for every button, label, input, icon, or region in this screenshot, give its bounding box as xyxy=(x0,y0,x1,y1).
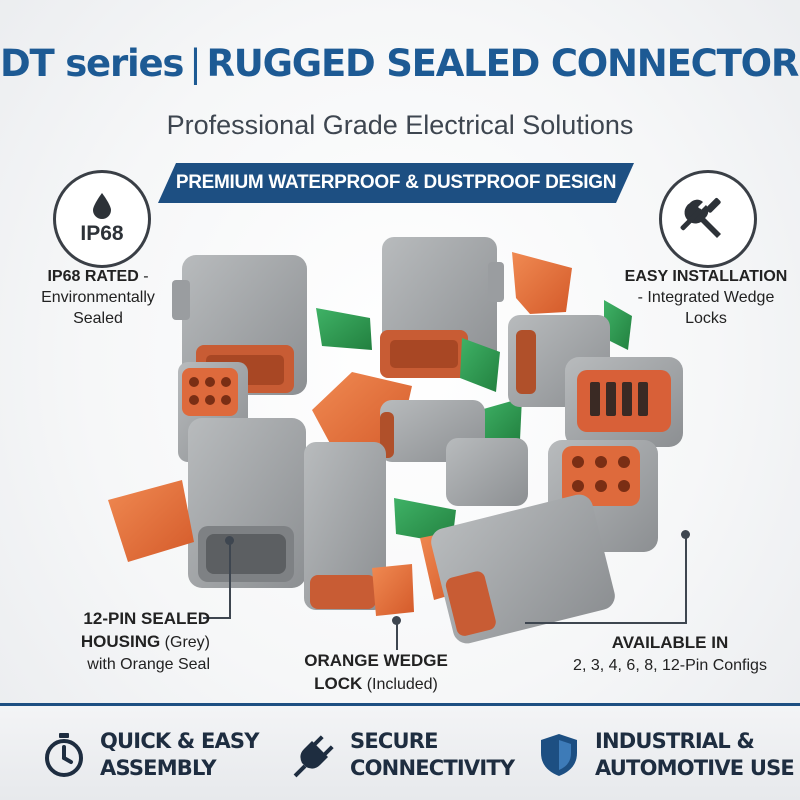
callout-housing-line3: with Orange Seal xyxy=(87,656,210,673)
benefit-industrial-line2: AUTOMOTIVE USE xyxy=(595,756,795,780)
connector-right-middle xyxy=(565,357,683,447)
bottom-benefits-bar: QUICK & EASY ASSEMBLY SECURE CONNECTIVIT… xyxy=(0,703,800,800)
installation-feature-line2: - Integrated Wedge xyxy=(637,289,775,306)
callout-housing-title2: HOUSING xyxy=(80,632,161,651)
callout-available-configs: AVAILABLE IN 2, 3, 4, 6, 8, 12-Pin Confi… xyxy=(540,632,800,677)
shield-icon xyxy=(541,734,577,776)
ip68-feature-dash: - xyxy=(138,268,149,285)
ip68-feature-line3: Sealed xyxy=(73,310,123,327)
benefit-secure-line2: CONNECTIVITY xyxy=(350,756,515,780)
callout-wedge-title1: ORANGE WEDGE xyxy=(304,651,448,670)
water-drop-icon xyxy=(93,193,111,219)
stopwatch-icon xyxy=(45,733,83,777)
green-wedge-2 xyxy=(460,338,500,392)
callout-housing-extra: (Grey) xyxy=(160,634,210,651)
leader-dot-wedge xyxy=(392,616,401,625)
leader-line-avail-h xyxy=(525,622,685,624)
installation-feature-line3: Locks xyxy=(685,310,727,327)
wrench-screwdriver-icon xyxy=(680,198,721,238)
benefit-industrial-line1: INDUSTRIAL & xyxy=(595,729,755,753)
green-wedge-3 xyxy=(604,300,632,350)
benefit-secure-connectivity: SECURE CONNECTIVITY xyxy=(290,728,515,782)
connector-tall-center xyxy=(304,442,386,610)
callout-orange-wedge: ORANGE WEDGE LOCK (Included) xyxy=(296,650,456,696)
leader-line-wedge xyxy=(396,620,398,650)
ip68-feature-line2: Environmentally xyxy=(41,289,155,306)
green-wedge-4 xyxy=(480,398,522,444)
orange-wedge-top xyxy=(512,252,572,314)
callout-12pin-housing: 12-PIN SEALED HOUSING (Grey) with Orange… xyxy=(40,608,210,676)
callout-avail-line2: 2, 3, 4, 6, 8, 12-Pin Configs xyxy=(573,657,767,674)
installation-badge xyxy=(659,170,757,268)
callout-wedge-title2: LOCK xyxy=(314,674,363,693)
ip68-feature-text: IP68 RATED - Environmentally Sealed xyxy=(18,266,178,329)
installation-feature-title: EASY INSTALLATION xyxy=(624,268,788,285)
ip68-feature-title: IP68 RATED xyxy=(47,268,139,285)
page-subtitle: Professional Grade Electrical Solutions xyxy=(166,110,634,140)
installation-feature-text: EASY INSTALLATION - Integrated Wedge Loc… xyxy=(612,266,800,329)
title-series: DT series xyxy=(0,42,184,85)
leader-dot-housing xyxy=(225,536,234,545)
orange-wedge-left xyxy=(108,480,194,562)
leader-line-housing-h xyxy=(203,617,229,619)
orange-wedge-small xyxy=(372,564,414,616)
connector-product-photo xyxy=(108,237,683,644)
green-wedge-1 xyxy=(316,308,372,350)
benefit-industrial-use: INDUSTRIAL & AUTOMOTIVE USE xyxy=(535,728,795,782)
benefit-secure-line1: SECURE xyxy=(350,729,438,753)
leader-line-avail-v xyxy=(685,534,687,624)
plug-icon xyxy=(293,735,334,778)
design-banner: PREMIUM WATERPROOF & DUSTPROOF DESIGN xyxy=(158,163,634,203)
ip68-badge: IP68 xyxy=(53,170,151,268)
benefit-quick-line2: ASSEMBLY xyxy=(100,756,217,780)
connector-12pin-housing xyxy=(188,418,306,588)
callout-avail-title: AVAILABLE IN xyxy=(611,633,729,652)
connector-center-right xyxy=(446,438,528,506)
title-separator: | xyxy=(189,42,202,85)
ip68-badge-label: IP68 xyxy=(80,222,124,245)
benefit-quick-line1: QUICK & EASY xyxy=(100,729,259,753)
callout-wedge-extra: (Included) xyxy=(362,676,438,693)
leader-dot-avail xyxy=(681,530,690,539)
connector-bottom-right xyxy=(431,494,615,644)
title-product: RUGGED SEALED CONNECTORS xyxy=(206,42,800,85)
page-title: DT series|RUGGED SEALED CONNECTORS xyxy=(0,42,800,85)
leader-line-housing-v xyxy=(229,540,231,619)
callout-housing-title1: 12-PIN SEALED xyxy=(83,609,210,628)
benefit-quick-assembly: QUICK & EASY ASSEMBLY xyxy=(40,728,259,782)
